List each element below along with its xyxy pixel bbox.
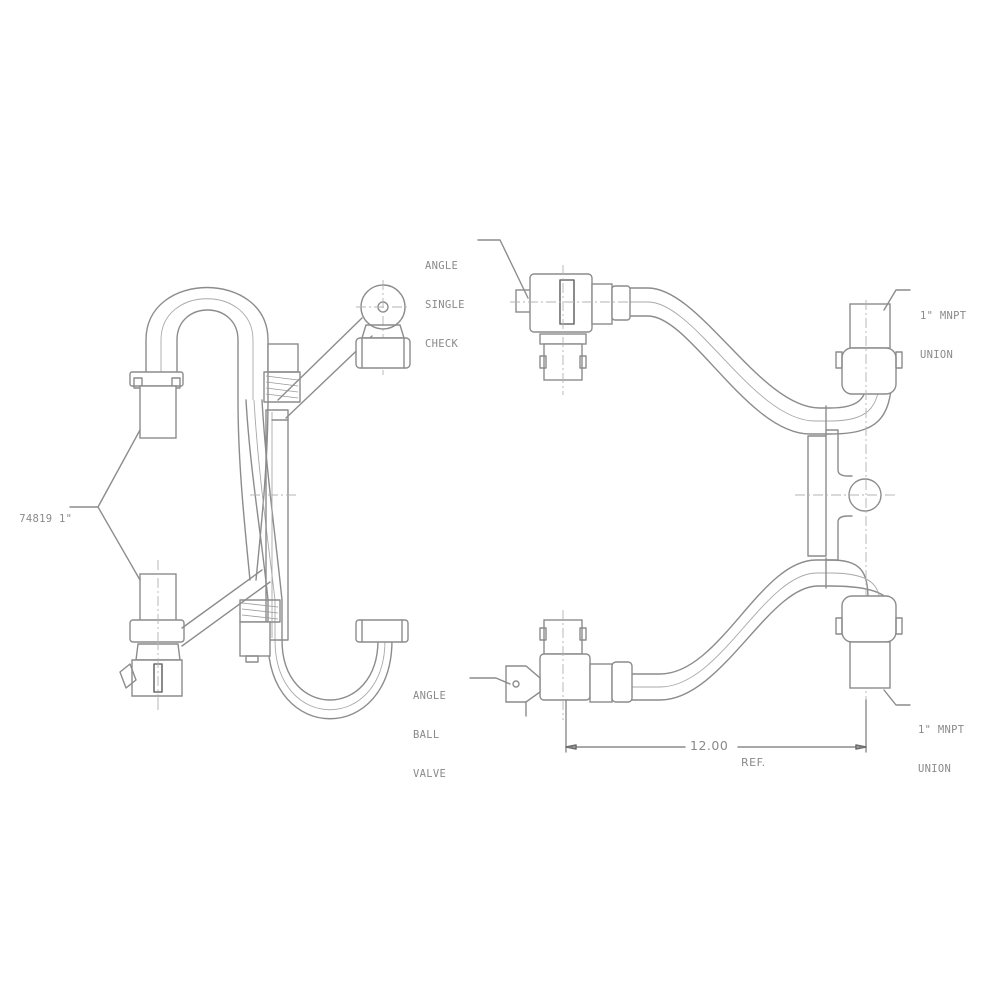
union-upper-left <box>129 371 184 439</box>
label-line-1: 1" MNPT <box>920 310 967 322</box>
label-line-2: UNION <box>920 349 954 361</box>
front-view <box>469 239 911 753</box>
callout-leaders <box>469 239 911 706</box>
part-number-label: 74819 1" <box>6 500 72 526</box>
label-line-1: 1" MNPT <box>918 724 965 736</box>
angle-ball-valve <box>505 610 633 720</box>
dimension-12 <box>565 699 867 753</box>
part-number-leader <box>69 429 141 581</box>
side-view <box>69 280 411 720</box>
label-line-1: ANGLE <box>425 260 459 272</box>
diagonal-pipe-lower <box>181 569 271 647</box>
label-line-3: VALVE <box>413 768 447 780</box>
label-line-2: BALL <box>413 729 440 741</box>
manifold-body <box>795 429 898 561</box>
union-lower-right-end <box>355 619 409 643</box>
label-line-1: ANGLE <box>413 690 447 702</box>
angle-check-end-view <box>355 280 411 375</box>
angle-single-check-label: ANGLE SINGLE CHECK <box>425 234 465 364</box>
label-line-2: UNION <box>918 763 952 775</box>
union-bottom-label: 1" MNPT UNION <box>918 698 964 789</box>
union-bottom-right <box>835 595 903 689</box>
upper-u-bend-pipe <box>145 286 269 581</box>
angle-ball-valve-label: ANGLE BALL VALVE <box>413 664 446 794</box>
angle-single-check-valve <box>510 265 631 395</box>
dimension-note: REF. <box>741 756 766 769</box>
threaded-nipple-lower <box>239 599 281 663</box>
top-s-pipe <box>629 287 893 437</box>
dimension-value: 12.00 <box>690 738 729 753</box>
union-lower-left <box>129 560 185 710</box>
union-top-label: 1" MNPT UNION <box>920 284 966 375</box>
ball-valve-side-view <box>119 640 183 712</box>
riser-pipe <box>245 399 393 720</box>
label-line-3: CHECK <box>425 338 459 350</box>
union-top-right <box>835 300 903 720</box>
label-line-2: SINGLE <box>425 299 465 311</box>
part-number-text: 74819 1" <box>19 513 73 525</box>
threaded-nipple-upper <box>263 343 301 403</box>
